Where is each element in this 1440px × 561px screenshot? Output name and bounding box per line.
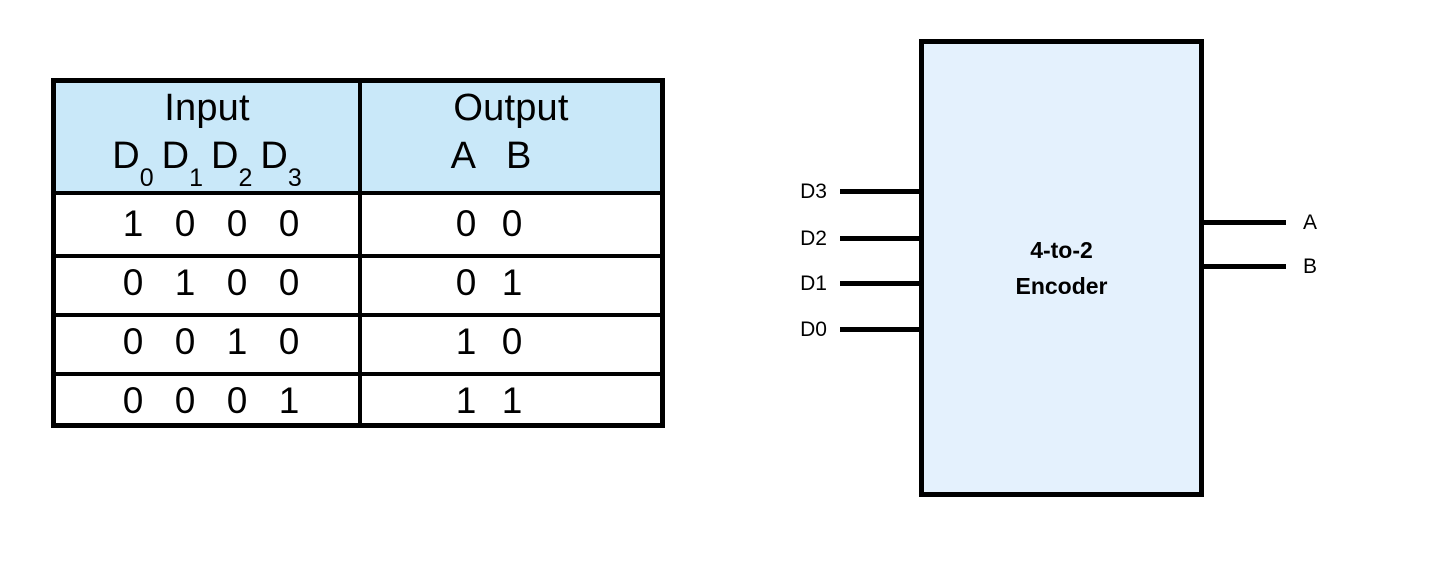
bit-d3: 1 (278, 380, 300, 421)
signal-d2: D2 (211, 135, 253, 192)
bit-d1: 1 (174, 262, 196, 303)
encoder-label-line2: Encoder (1015, 273, 1108, 299)
bit-a: 1 (455, 380, 477, 421)
signal-a: A (450, 135, 476, 177)
bit-d1: 0 (174, 321, 196, 362)
signal-d0: D0 (112, 135, 154, 192)
encoder-block-label: 4-to-2 Encoder (919, 232, 1204, 304)
bit-d3: 0 (278, 321, 300, 362)
bit-b: 0 (501, 203, 523, 244)
input-wire-d2 (840, 236, 922, 241)
column-divider (358, 83, 362, 423)
bit-d2: 0 (226, 380, 248, 421)
input-wire-d3 (840, 189, 922, 194)
header-output-title: Output (453, 87, 569, 129)
output-label-b: B (1303, 255, 1318, 278)
encoder-label-line1: 4-to-2 (1030, 237, 1093, 263)
bit-a: 0 (455, 262, 477, 303)
bit-b: 1 (501, 262, 523, 303)
bit-d3: 0 (278, 262, 300, 303)
output-wire-b (1202, 264, 1286, 269)
signal-b: B (506, 135, 532, 177)
bit-d1: 0 (174, 203, 196, 244)
bit-a: 0 (455, 203, 477, 244)
input-label-d2: D2 (800, 227, 827, 250)
bit-d0: 0 (122, 321, 144, 362)
bit-d2: 0 (226, 262, 248, 303)
signal-d3-subscript: 3 (287, 163, 302, 192)
encoder-block-diagram: 4-to-2 Encoder D3 D2 D1 D0 A B (760, 20, 1380, 530)
bit-d1: 0 (174, 380, 196, 421)
bit-d0: 0 (122, 262, 144, 303)
input-wire-d0 (840, 327, 922, 332)
output-label-a: A (1303, 211, 1318, 234)
bit-a: 1 (455, 321, 477, 362)
input-label-d1: D1 (800, 272, 827, 295)
header-input-title: Input (164, 87, 250, 129)
output-wire-a (1202, 220, 1286, 225)
bit-d2: 1 (226, 321, 248, 362)
header-input-signals: D0D1D2D3 (56, 131, 358, 194)
bit-b: 0 (501, 321, 523, 362)
input-wire-d1 (840, 281, 922, 286)
signal-d1: D1 (161, 135, 203, 192)
signal-d0-subscript: 0 (139, 163, 154, 192)
bit-d0: 0 (122, 380, 144, 421)
signal-d2-subscript: 2 (238, 163, 253, 192)
bit-b: 1 (501, 380, 523, 421)
bit-d2: 0 (226, 203, 248, 244)
bit-d0: 1 (122, 203, 144, 244)
encoder-block (919, 39, 1204, 497)
header-cell-input: Input D0D1D2D3 (56, 83, 358, 194)
signal-d1-subscript: 1 (189, 163, 203, 192)
bit-d3: 0 (278, 203, 300, 244)
signal-d3: D3 (260, 135, 302, 192)
input-label-d3: D3 (800, 180, 827, 203)
input-label-d0: D0 (800, 318, 827, 341)
